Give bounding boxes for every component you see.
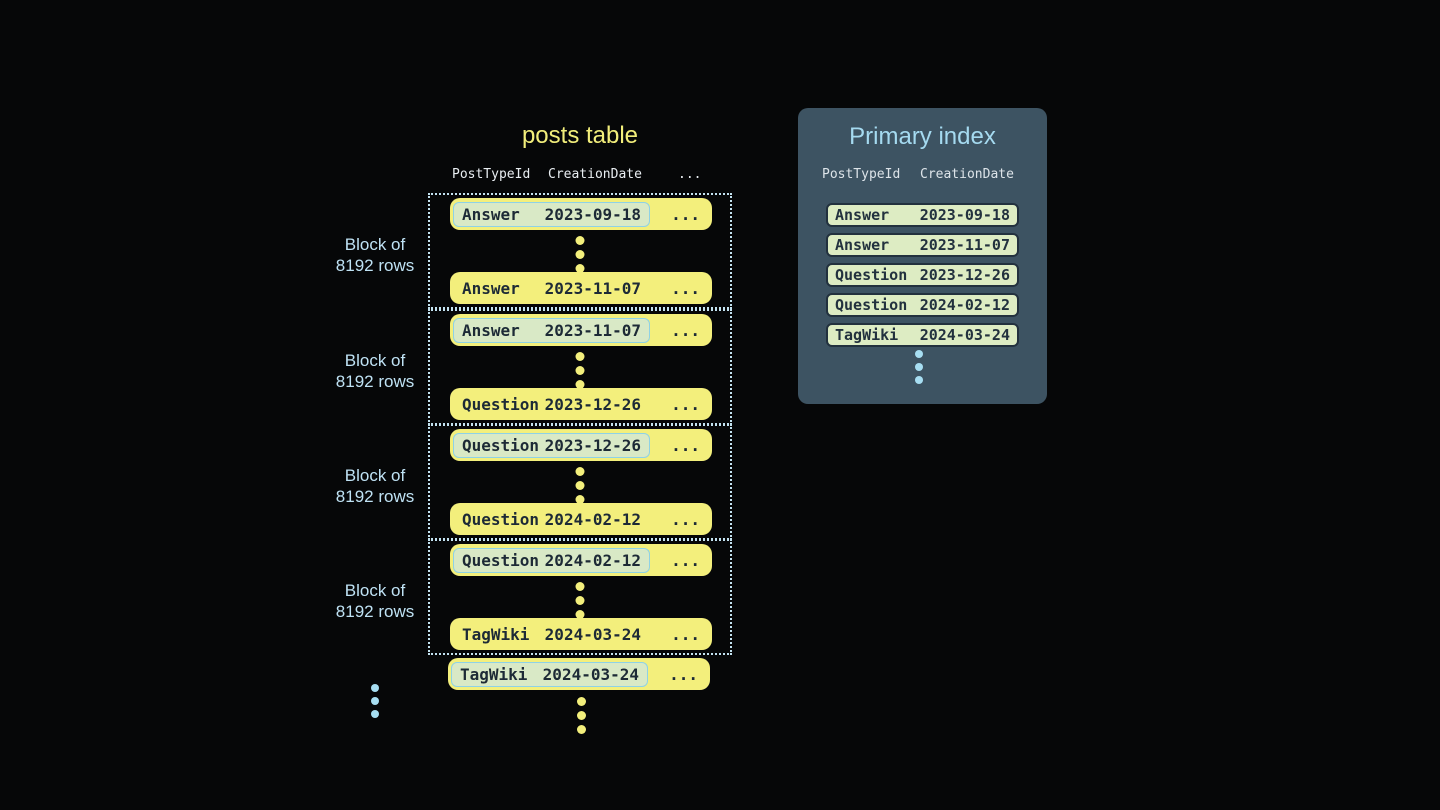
cell-posttypeid: Answer <box>462 278 520 298</box>
primary-index-column-headers: PostTypeId CreationDate <box>798 167 1047 185</box>
block-label: Block of 8192 rows <box>310 580 440 622</box>
more-index-rows-dots-vertical <box>915 350 923 384</box>
row-more-ellipsis: ... <box>671 394 700 414</box>
primary-index-title: Primary index <box>849 123 996 150</box>
cell-creationdate: 2024-03-24 <box>919 326 1010 344</box>
block-label-line1: Block of <box>344 581 406 600</box>
table-row: Answer 2023-11-07 ... <box>450 272 712 304</box>
cell-creationdate: 2023-11-07 <box>544 278 641 298</box>
index-key: Question 2023-12-26 <box>453 392 650 417</box>
block-label: Block of 8192 rows <box>310 234 440 276</box>
cell-creationdate: 2024-03-24 <box>544 624 641 644</box>
cell-posttypeid: Question <box>462 394 540 414</box>
posts-table-title: posts table <box>521 122 639 149</box>
cell-posttypeid: Answer <box>835 236 890 254</box>
cell-creationdate: 2023-11-07 <box>544 320 641 340</box>
table-row: Question 2023-12-26 ... <box>450 388 712 420</box>
cell-creationdate: 2023-11-07 <box>919 236 1010 254</box>
row-more-ellipsis: ... <box>671 435 700 455</box>
block-label-line1: Block of <box>344 351 406 370</box>
index-key: Answer 2023-11-07 <box>453 276 650 301</box>
index-key-highlight: Answer 2023-11-07 <box>453 317 650 343</box>
column-header-creationdate: CreationDate <box>920 167 1014 182</box>
block-label-line1: Block of <box>344 235 406 254</box>
cell-creationdate: 2023-09-18 <box>919 206 1010 224</box>
index-row: Answer 2023-11-07 <box>826 233 1019 257</box>
block-label-line2: 8192 rows <box>335 372 415 391</box>
column-header-creationdate: CreationDate <box>548 167 642 182</box>
table-row: Question 2024-02-12 ... <box>450 503 712 535</box>
cell-creationdate: 2023-12-26 <box>919 266 1010 284</box>
cell-posttypeid: Answer <box>462 204 520 224</box>
cell-creationdate: 2023-12-26 <box>544 394 641 414</box>
row-more-ellipsis: ... <box>669 664 698 684</box>
cell-posttypeid: Question <box>835 296 908 314</box>
cell-posttypeid: TagWiki <box>835 326 899 344</box>
cell-creationdate: 2023-09-18 <box>544 204 641 224</box>
index-key-highlight: Answer 2023-09-18 <box>453 201 650 227</box>
cell-creationdate: 2024-02-12 <box>919 296 1010 314</box>
block-label: Block of 8192 rows <box>310 350 440 392</box>
cell-posttypeid: Question <box>835 266 908 284</box>
row-more-ellipsis: ... <box>671 509 700 529</box>
index-row: TagWiki 2024-03-24 <box>826 323 1019 347</box>
cell-posttypeid: Question <box>462 509 540 529</box>
table-row: Answer 2023-09-18 ... <box>450 198 712 230</box>
table-row: Question 2023-12-26 ... <box>450 429 712 461</box>
posts-table-column-headers: PostTypeId CreationDate ... <box>428 167 732 185</box>
ellipsis-dots-vertical <box>575 352 585 389</box>
block-of-rows: Question 2023-12-26 ... Question 2024-02… <box>428 424 732 540</box>
column-header-posttypeid: PostTypeId <box>822 167 901 182</box>
table-row-overflow: TagWiki 2024-03-24 ... <box>448 658 710 690</box>
index-row: Question 2023-12-26 <box>826 263 1019 287</box>
index-key-highlight: Question 2023-12-26 <box>453 432 650 458</box>
cell-creationdate: 2024-03-24 <box>542 664 639 684</box>
cell-creationdate: 2024-02-12 <box>544 509 641 529</box>
more-blocks-dots-vertical <box>371 684 379 718</box>
block-label: Block of 8192 rows <box>310 465 440 507</box>
cell-posttypeid: Question <box>462 435 540 455</box>
row-more-ellipsis: ... <box>671 320 700 340</box>
block-of-rows: Question 2024-02-12 ... TagWiki 2024-03-… <box>428 539 732 655</box>
table-row: Answer 2023-11-07 ... <box>450 314 712 346</box>
row-more-ellipsis: ... <box>671 278 700 298</box>
cell-creationdate: 2024-02-12 <box>544 550 641 570</box>
cell-posttypeid: Answer <box>462 320 520 340</box>
cell-posttypeid: TagWiki <box>462 624 530 644</box>
ellipsis-dots-vertical <box>575 582 585 619</box>
index-key: TagWiki 2024-03-24 <box>453 622 650 647</box>
row-more-ellipsis: ... <box>671 624 700 644</box>
block-label-line2: 8192 rows <box>335 602 415 621</box>
column-header-more: ... <box>678 167 702 182</box>
index-key-highlight: Question 2024-02-12 <box>453 547 650 573</box>
column-header-posttypeid: PostTypeId <box>452 167 531 182</box>
row-more-ellipsis: ... <box>671 550 700 570</box>
index-row: Answer 2023-09-18 <box>826 203 1019 227</box>
block-label-line2: 8192 rows <box>335 256 415 275</box>
block-label-line1: Block of <box>344 466 406 485</box>
index-row: Question 2024-02-12 <box>826 293 1019 317</box>
table-row: Question 2024-02-12 ... <box>450 544 712 576</box>
block-of-rows: Answer 2023-09-18 ... Answer 2023-11-07 … <box>428 193 732 309</box>
cell-posttypeid: Answer <box>835 206 890 224</box>
row-more-ellipsis: ... <box>671 204 700 224</box>
block-of-rows: Answer 2023-11-07 ... Question 2023-12-2… <box>428 309 732 425</box>
table-row: TagWiki 2024-03-24 ... <box>450 618 712 650</box>
ellipsis-dots-vertical <box>575 467 585 504</box>
cell-creationdate: 2023-12-26 <box>544 435 641 455</box>
ellipsis-dots-vertical <box>575 236 585 273</box>
index-key: Question 2024-02-12 <box>453 507 650 532</box>
block-label-line2: 8192 rows <box>335 487 415 506</box>
ellipsis-dots-vertical <box>577 697 586 734</box>
cell-posttypeid: Question <box>462 550 540 570</box>
index-key-highlight: TagWiki 2024-03-24 <box>451 661 648 687</box>
cell-posttypeid: TagWiki <box>460 664 528 684</box>
